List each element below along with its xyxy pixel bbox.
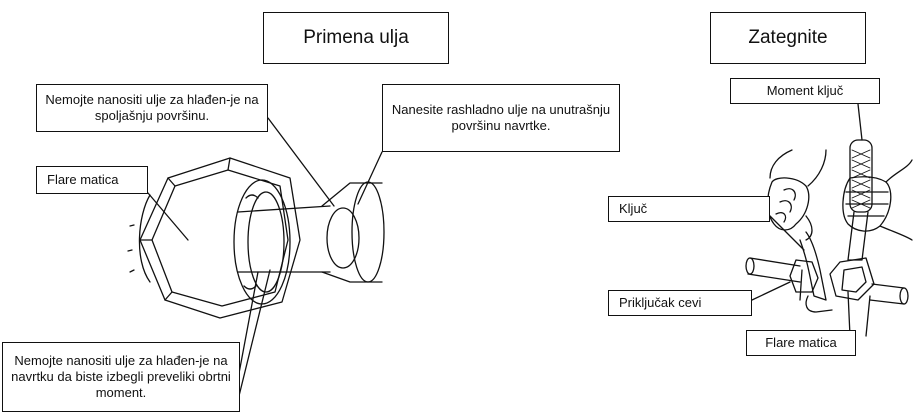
flare-nut-drawing (127, 157, 301, 319)
callout-flare-nut-left: Flare matica (36, 166, 148, 194)
right-panel-title: Zategnite (710, 12, 866, 64)
callout-pipe-union: Priključak cevi (608, 290, 752, 316)
spanner-drawing (799, 231, 833, 313)
pipes-right-drawing (745, 257, 909, 305)
pipe-drawing (237, 205, 331, 273)
callout-inner-surface: Nanesite rashladno ulje na unutrašnju po… (382, 84, 620, 152)
torque-wrench-drawing (829, 139, 875, 301)
callout-outer-surface: Nemojte nanositi ulje za hlađen-je na sp… (36, 84, 268, 132)
callout-spanner: Ključ (608, 196, 770, 222)
left-panel-title: Primena ulja (263, 12, 449, 64)
flare-cone-drawing (321, 181, 385, 283)
callout-torque-wrench: Moment ključ (730, 78, 880, 104)
callout-flare-nut-right: Flare matica (746, 330, 856, 356)
callout-nut-torque: Nemojte nanositi ulje za hlađen-je na na… (2, 342, 240, 412)
hands-drawing (767, 149, 913, 241)
